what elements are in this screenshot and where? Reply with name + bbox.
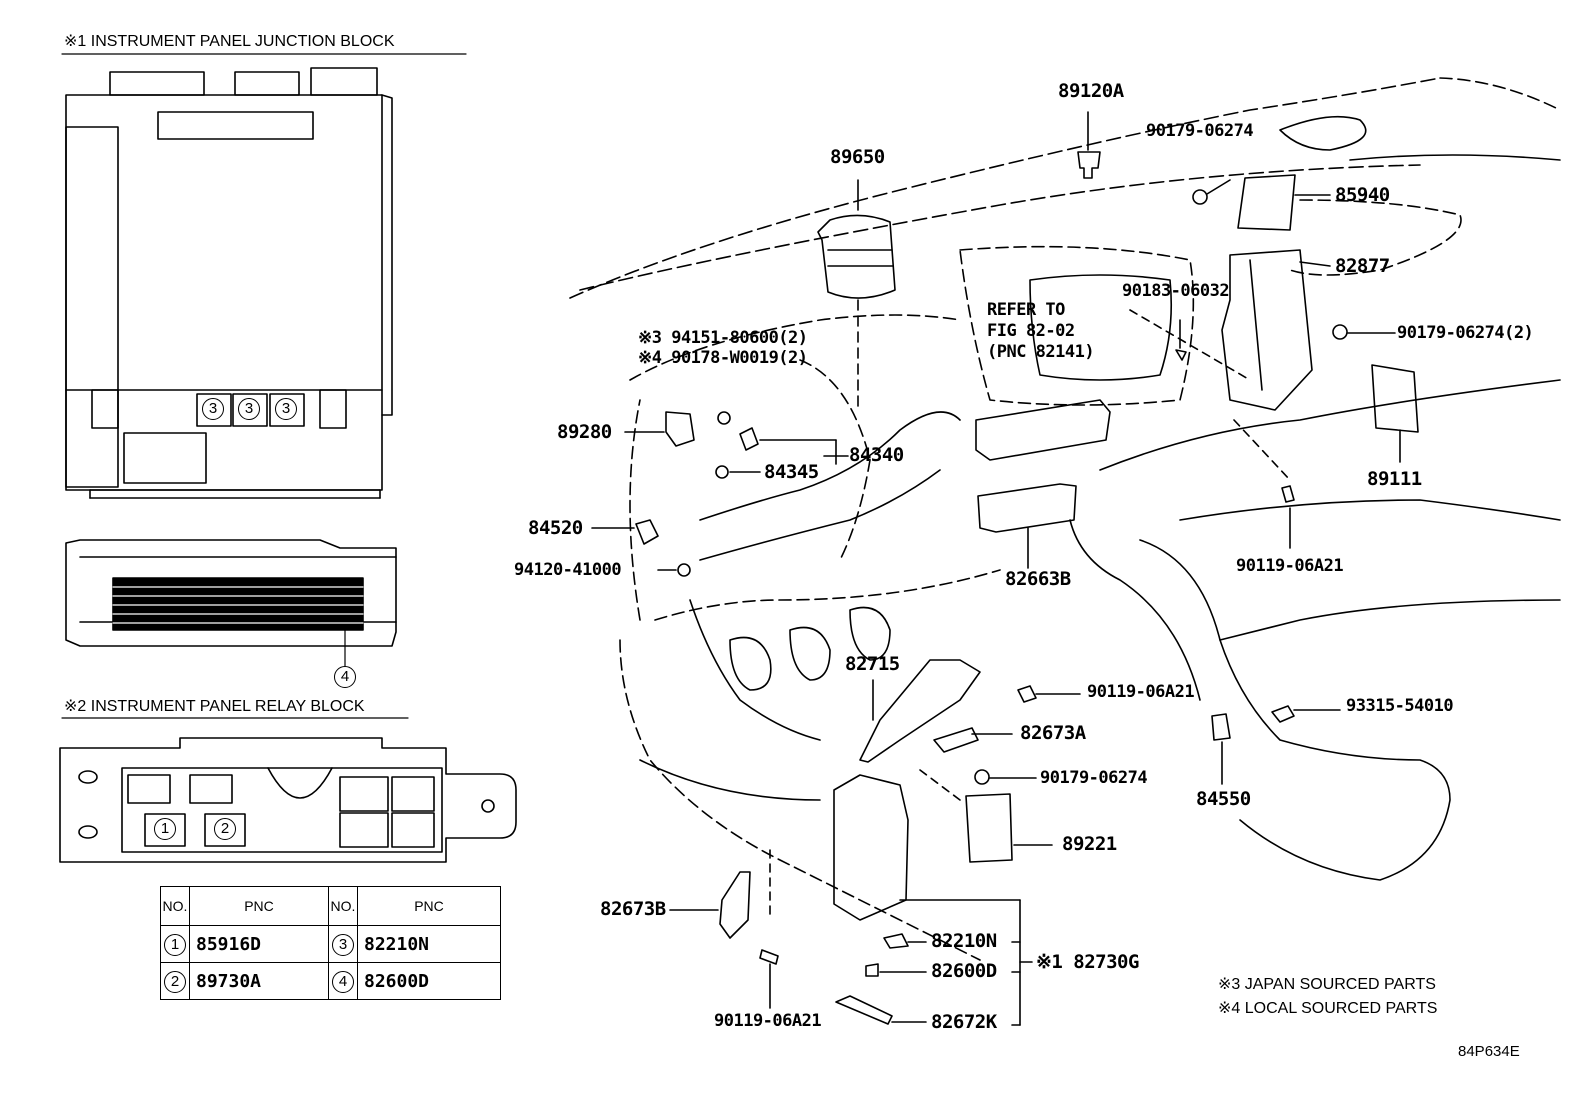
note-japan-sourced: ※3 JAPAN SOURCED PARTS	[1218, 976, 1436, 993]
part-label-82210n: 82210N	[931, 930, 997, 952]
part-label-90179-06274-low: 90179-06274	[1040, 768, 1148, 788]
col-no-b: NO.	[328, 886, 358, 926]
col-pnc-a: PNC	[189, 886, 329, 926]
row-no: 1	[164, 933, 186, 956]
col-pnc-b: PNC	[357, 886, 501, 926]
part-label-84550: 84550	[1196, 788, 1251, 810]
part-label-89221: 89221	[1062, 833, 1117, 855]
part-label-82673a: 82673A	[1020, 722, 1086, 744]
junction-block-header: ※1 INSTRUMENT PANEL JUNCTION BLOCK	[64, 33, 395, 50]
part-label-82672k: 82672K	[931, 1011, 997, 1033]
table-row: 1 85916D 3 82210N	[160, 925, 501, 963]
part-label-84340: 84340	[849, 444, 904, 466]
col-no-a: NO.	[160, 886, 190, 926]
part-label-89120a: 89120A	[1058, 80, 1124, 102]
part-label-94151-80600: ※3 94151-80600(2)	[638, 328, 808, 348]
part-label-82600d: 82600D	[931, 960, 997, 982]
table-row: 2 89730A 4 82600D	[160, 962, 501, 1000]
refer-line-3: (PNC 82141)	[987, 342, 1095, 362]
row-no: 3	[332, 933, 354, 956]
jb-circle-4: 4	[334, 666, 356, 688]
part-label-84520: 84520	[528, 517, 583, 539]
junction-block-lower-drawing	[65, 539, 397, 667]
part-label-90179-06274-top: 90179-06274	[1146, 121, 1254, 141]
jb-circle-3a: 3	[202, 398, 224, 420]
row-pnc: 85916D	[189, 925, 329, 963]
dashboard-outline	[569, 77, 1561, 961]
part-label-82663b: 82663B	[1005, 568, 1071, 590]
relay-circle-1: 1	[154, 818, 176, 840]
part-label-89111: 89111	[1367, 468, 1422, 490]
note-local-sourced: ※4 LOCAL SOURCED PARTS	[1218, 1000, 1438, 1017]
part-label-90119-06a21-mid: 90119-06A21	[1087, 682, 1195, 702]
part-label-90119-06a21-right: 90119-06A21	[1236, 556, 1344, 576]
row-no: 2	[164, 970, 186, 993]
junction-block-drawing	[65, 67, 393, 499]
part-label-82730g: ※1 82730G	[1036, 951, 1139, 973]
jb-circle-3c: 3	[275, 398, 297, 420]
row-pnc: 82210N	[357, 925, 501, 963]
pnc-table: NO. PNC NO. PNC 1 85916D 3 82210N 2 8973…	[160, 886, 501, 1000]
part-label-82715: 82715	[845, 653, 900, 675]
part-label-90183-06032: 90183-06032	[1122, 281, 1230, 301]
part-label-82673b: 82673B	[600, 898, 666, 920]
part-label-84345: 84345	[764, 461, 819, 483]
refer-line-1: REFER TO	[987, 300, 1065, 320]
row-pnc: 89730A	[189, 962, 329, 1000]
pnc-table-header: NO. PNC NO. PNC	[160, 886, 501, 926]
jb-circle-3b: 3	[238, 398, 260, 420]
part-label-94120-41000: 94120-41000	[514, 560, 622, 580]
relay-block-drawing	[59, 737, 517, 863]
part-label-89280: 89280	[557, 421, 612, 443]
relay-block-header: ※2 INSTRUMENT PANEL RELAY BLOCK	[64, 698, 365, 715]
part-label-85940: 85940	[1335, 184, 1390, 206]
row-no: 4	[332, 970, 354, 993]
part-label-90178-w0019: ※4 90178-W0019(2)	[638, 348, 808, 368]
relay-circle-2: 2	[214, 818, 236, 840]
figure-code: 84P634E	[1458, 1043, 1520, 1060]
part-label-90179-06274-2: 90179-06274(2)	[1397, 323, 1534, 343]
part-label-93315-54010: 93315-54010	[1346, 696, 1454, 716]
refer-line-2: FIG 82-02	[987, 321, 1075, 341]
row-pnc: 82600D	[357, 962, 501, 1000]
part-label-90119-06a21-bottom: 90119-06A21	[714, 1011, 822, 1031]
part-label-89650: 89650	[830, 146, 885, 168]
part-label-82877: 82877	[1335, 255, 1390, 277]
